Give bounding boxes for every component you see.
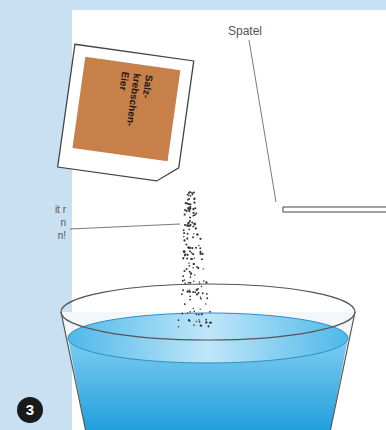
part-label: Spatel bbox=[228, 24, 262, 38]
step-badge bbox=[17, 397, 43, 423]
falling-eggs bbox=[178, 191, 212, 327]
leader-line bbox=[249, 40, 276, 202]
glass bbox=[61, 284, 355, 430]
egg-packet bbox=[58, 44, 194, 183]
spatula bbox=[283, 207, 386, 212]
note-fragment: it r n n! bbox=[50, 203, 66, 242]
leader-line bbox=[70, 224, 180, 229]
callout-number: 3 bbox=[17, 400, 43, 420]
